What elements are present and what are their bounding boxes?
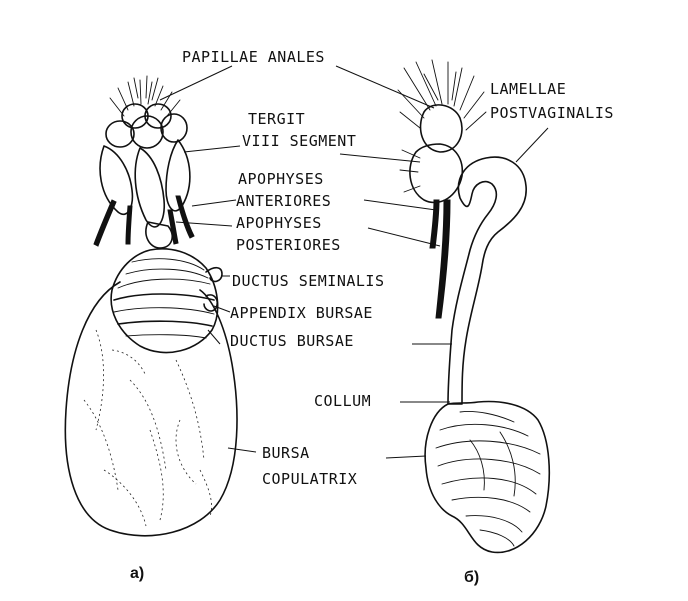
panel-label-b: б) xyxy=(464,569,479,586)
label-tergit-line1: TERGIT xyxy=(248,110,305,128)
panel-label-a: а) xyxy=(130,565,144,582)
label-apophyses-ant-line1: APOPHYSES xyxy=(238,170,324,188)
label-lamellae-line2: POSTVAGINALIS xyxy=(490,104,614,122)
labels: PAPILLAE ANALES TERGIT VIII SEGMENT APOP… xyxy=(130,48,614,586)
leader-apoph-ant-b xyxy=(363,199,437,211)
sterigma-a xyxy=(145,221,173,249)
papillae-anales-b xyxy=(419,104,463,153)
leader-tergit-a xyxy=(183,145,241,153)
label-bursa-line2: COPULATRIX xyxy=(262,470,357,488)
leader-lines xyxy=(159,65,549,459)
label-apophyses-post-line2: POSTERIORES xyxy=(236,236,341,254)
label-ductus-seminalis: DUCTUS SEMINALIS xyxy=(232,272,385,290)
label-apophyses-post-line1: APOPHYSES xyxy=(236,214,322,232)
papillae-bristles-b xyxy=(397,59,487,193)
leader-papillae-b xyxy=(335,65,435,109)
apophyses-a xyxy=(93,195,195,247)
figure-b-drawing xyxy=(397,59,551,554)
label-lamellae-line1: LAMELLAE xyxy=(490,80,566,98)
leader-apoph-post-b xyxy=(367,227,441,247)
label-collum: COLLUM xyxy=(314,392,371,410)
leader-appendix xyxy=(213,305,231,313)
papillae-anales-a xyxy=(105,103,188,149)
label-appendix-bursae: APPENDIX BURSAE xyxy=(230,304,373,322)
leader-lamellae xyxy=(515,127,549,163)
ductus-seminalis-a xyxy=(205,266,223,283)
apophyses-b xyxy=(429,199,451,319)
label-papillae-anales: PAPILLAE ANALES xyxy=(182,48,325,66)
label-tergit-line2: VIII SEGMENT xyxy=(242,132,356,150)
appendix-bursae-a xyxy=(203,294,219,312)
leader-tergit-b xyxy=(339,153,421,163)
bursa-copulatrix-a xyxy=(64,281,238,537)
label-apophyses-ant-line2: ANTERIORES xyxy=(236,192,331,210)
leader-papillae-a xyxy=(159,65,233,101)
leader-apoph-post-a xyxy=(175,221,233,227)
lamellae-and-ductus-b xyxy=(447,156,527,405)
ductus-bursae-a xyxy=(110,248,219,354)
leader-ductus-bursae-a xyxy=(207,329,221,345)
tergit-viii-a xyxy=(99,139,191,228)
label-ductus-bursae: DUCTUS BURSAE xyxy=(230,332,354,350)
leader-bursa-a xyxy=(227,447,257,453)
figure-a-drawing xyxy=(64,75,238,537)
label-bursa-line1: BURSA xyxy=(262,444,310,462)
leader-bursa-b xyxy=(385,455,427,459)
bursa-copulatrix-b xyxy=(424,400,551,554)
tergit-viii-b xyxy=(409,143,464,204)
leader-apoph-ant-a xyxy=(191,199,237,207)
